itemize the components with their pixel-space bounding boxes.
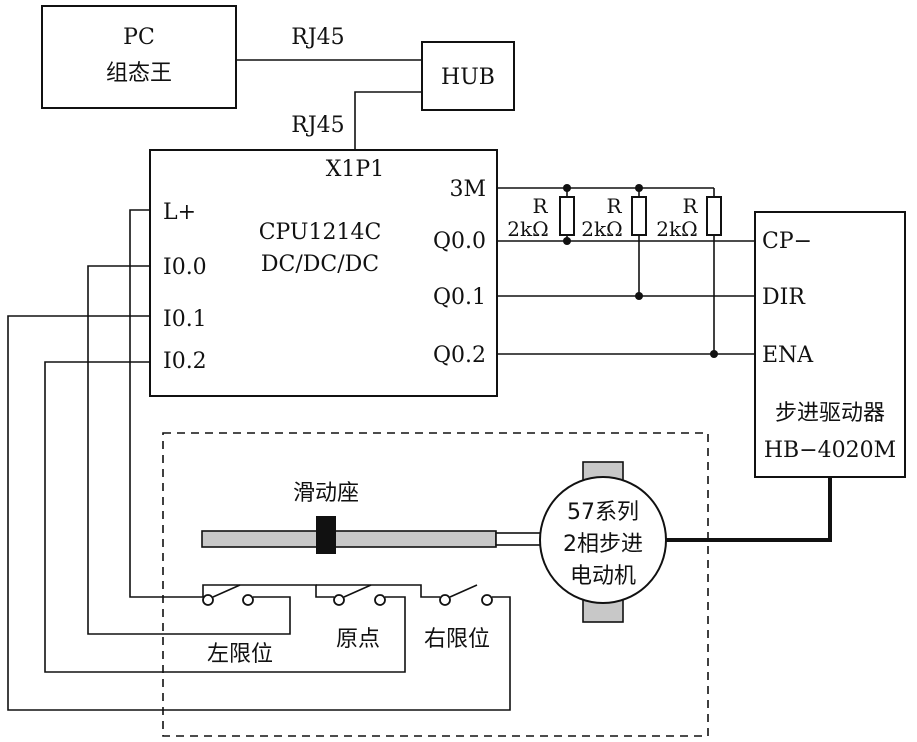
plc-input-i00: I0.0 <box>163 255 207 280</box>
switch-right-limit-label: 右限位 <box>424 627 490 652</box>
wire-i01-origin <box>7 315 511 711</box>
motor-series-label: 57系列 <box>567 500 639 525</box>
plc-output-3m: 3M <box>449 177 486 202</box>
junction-dot <box>635 184 643 192</box>
resistor-1-name: R <box>532 194 548 218</box>
switch-right-limit: 右限位 <box>424 584 493 652</box>
junction-dot <box>710 350 718 358</box>
switch-left-limit-label: 左限位 <box>207 642 273 667</box>
plc-model-label: CPU1214C <box>259 220 382 245</box>
switch-origin-label: 原点 <box>336 627 380 652</box>
wire-lplus-common <box>129 209 203 598</box>
driver-terminal-dir: DIR <box>762 285 806 310</box>
motor-phase-label: 2相步进 <box>563 532 643 557</box>
plc-input-i02: I0.2 <box>163 349 207 374</box>
resistor-2-value: 2kΩ <box>581 217 622 241</box>
wire-common-right <box>316 584 440 598</box>
hub-label: HUB <box>441 65 495 90</box>
plc-box: X1P1 CPU1214C DC/DC/DC L+ I0.0 I0.1 I0.2… <box>149 149 498 397</box>
plc-model-sub-label: DC/DC/DC <box>261 252 379 277</box>
motor-type-label: 电动机 <box>570 564 636 589</box>
plc-output-q01: Q0.1 <box>433 285 486 310</box>
junction-dot <box>563 237 571 245</box>
junction-dot <box>563 184 571 192</box>
pc-software-label: 组态王 <box>106 61 172 86</box>
mechanism-area <box>162 432 709 737</box>
resistor-2-name: R <box>606 194 622 218</box>
driver-name-label: 步进驱动器 <box>775 401 885 426</box>
pc-box: PC 组态王 <box>41 5 237 109</box>
plc-input-lplus: L+ <box>163 200 196 225</box>
wire-i00-left-limit <box>87 265 291 635</box>
switch-origin: 原点 <box>333 584 386 652</box>
rj45-label-plc: RJ45 <box>291 113 344 138</box>
resistor-3-name: R <box>682 194 698 218</box>
resistor-3-value: 2kΩ <box>656 217 697 241</box>
motor-shaft <box>495 532 545 546</box>
pc-label: PC <box>123 25 155 50</box>
driver-model-label: HB−4020M <box>764 438 896 463</box>
switch-left-limit: 左限位 <box>202 584 273 667</box>
plc-output-q02: Q0.2 <box>433 343 486 368</box>
junction-dot <box>635 292 643 300</box>
driver-terminal-ena: ENA <box>762 343 814 368</box>
slide-rail <box>201 530 497 548</box>
hub-plc-cable <box>354 91 422 150</box>
wire-i02-right-limit <box>44 361 406 673</box>
rj45-label-top: RJ45 <box>291 25 344 50</box>
slider-carriage <box>316 516 336 554</box>
slider-label: 滑动座 <box>293 481 359 506</box>
hub-box: HUB <box>421 41 515 111</box>
resistor-1: R 2kΩ <box>507 188 575 241</box>
plc-port-label: X1P1 <box>326 157 384 182</box>
resistor-1-value: 2kΩ <box>507 217 548 241</box>
wire-common-origin <box>202 584 334 598</box>
stepper-driver-box: CP− DIR ENA 步进驱动器 HB−4020M <box>754 211 906 478</box>
plc-input-i01: I0.1 <box>163 307 207 332</box>
stepper-motor: 57系列 2相步进 电动机 <box>539 461 667 623</box>
resistor-2: R 2kΩ <box>581 188 647 296</box>
resistor-3: R 2kΩ <box>656 188 722 354</box>
driver-motor-cable <box>666 477 832 542</box>
plc-output-q00: Q0.0 <box>433 229 486 254</box>
driver-terminal-cp: CP− <box>762 229 812 254</box>
